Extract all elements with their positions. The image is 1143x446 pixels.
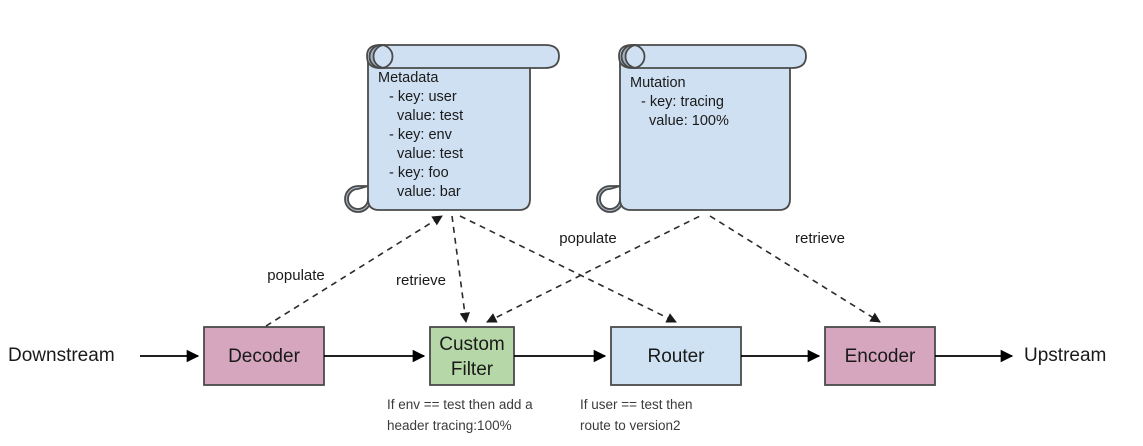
mutation-title: Mutation: [630, 75, 686, 91]
edge-label-retrieve-metadata: retrieve: [396, 272, 446, 289]
node-encoder-shape[interactable]: [824, 326, 936, 386]
node-decoder[interactable]: Decoder: [203, 326, 325, 386]
router-caption-line1: If user == test then: [580, 397, 693, 412]
node-captions: If env == test then add a header tracing…: [387, 397, 693, 433]
node-router[interactable]: Router: [610, 326, 742, 386]
edge-custom-filter-populates-mutation: [486, 215, 701, 323]
metadata-body[interactable]: [367, 57, 531, 211]
node-router-label: Router: [647, 346, 705, 367]
mutation-body[interactable]: [619, 57, 791, 211]
edge-mutation-retrieved-by-encoder: [709, 215, 881, 323]
edge-metadata-retrieved-by-custom-filter: [451, 215, 470, 324]
document-mutation[interactable]: Mutation - key: tracing value: 100%: [596, 44, 807, 213]
node-router-shape[interactable]: [610, 326, 742, 386]
metadata-roll-curl-outline: [368, 44, 394, 69]
metadata-line-5: - key: foo: [389, 165, 449, 181]
node-decoder-label: Decoder: [228, 346, 300, 367]
edge-label-populate-metadata: populate: [267, 267, 325, 284]
edge-decoder-populates-metadata: [265, 215, 443, 327]
relation-edges: populate retrieve populate retrieve: [265, 215, 881, 327]
node-custom-filter-shape[interactable]: [429, 326, 515, 386]
metadata-title: Metadata: [378, 70, 439, 86]
mutation-roll-curl-outline: [620, 44, 646, 69]
downstream-label: Downstream: [8, 345, 115, 366]
metadata-line-3: - key: env: [389, 127, 453, 143]
node-encoder[interactable]: Encoder: [824, 326, 936, 386]
mutation-top-roll: [618, 44, 807, 69]
upstream-label: Upstream: [1024, 345, 1106, 366]
metadata-top-roll: [366, 44, 560, 69]
metadata-line-2: value: test: [389, 108, 463, 124]
edge-label-retrieve-mutation: retrieve: [795, 230, 845, 247]
edge-metadata-retrieved-by-router: [459, 215, 677, 323]
custom-filter-caption-line2: header tracing:100%: [387, 418, 512, 433]
node-custom-filter-label-line1: Custom: [439, 334, 504, 355]
metadata-line-6: value: bar: [389, 184, 461, 200]
document-metadata[interactable]: Metadata - key: user value: test - key: …: [344, 44, 560, 213]
node-custom-filter[interactable]: Custom Filter: [429, 326, 515, 386]
metadata-line-4: value: test: [389, 146, 463, 162]
node-encoder-label: Encoder: [845, 346, 916, 367]
metadata-line-1: - key: user: [389, 89, 457, 105]
router-caption-line2: route to version2: [580, 418, 681, 433]
mutation-line-1: - key: tracing: [641, 94, 724, 110]
edge-label-populate-mutation: populate: [559, 230, 617, 247]
custom-filter-caption-line1: If env == test then add a: [387, 397, 533, 412]
main-flow-chain: Downstream Decoder Custom Filter Router: [8, 326, 1106, 386]
node-custom-filter-label-line2: Filter: [451, 359, 494, 380]
mutation-line-2: value: 100%: [641, 113, 729, 129]
